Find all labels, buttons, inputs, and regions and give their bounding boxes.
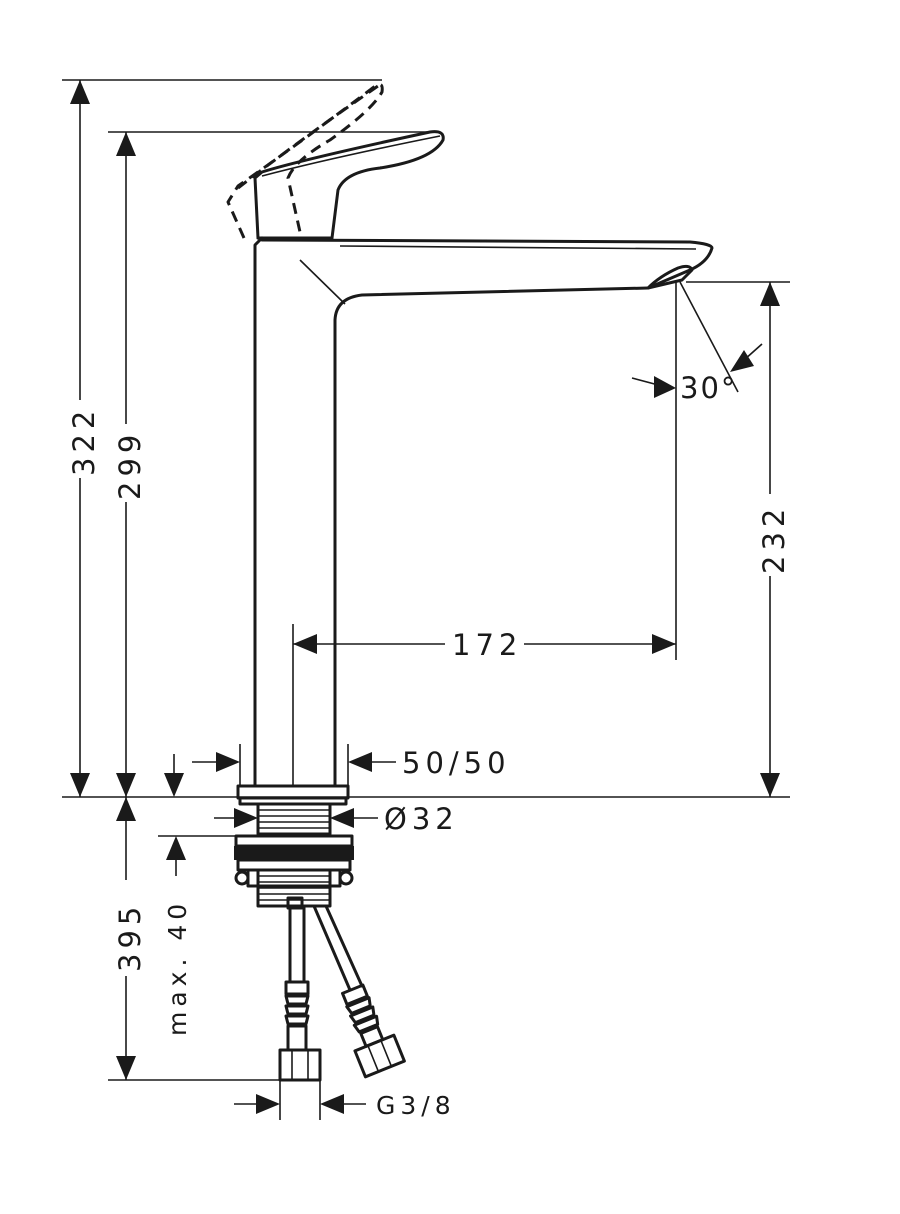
label-232: 232: [757, 504, 791, 574]
label-g3-8: G3/8: [376, 1091, 456, 1120]
dimension-diameter-32: Ø32: [214, 802, 459, 836]
label-diameter-32: Ø32: [384, 802, 459, 836]
dimension-322: 322: [62, 79, 382, 797]
mounting-assembly: [234, 784, 354, 910]
dimension-232: 232: [686, 281, 791, 797]
dimension-50-50: 50/50: [164, 744, 511, 797]
label-max-40: max. 40: [163, 899, 192, 1036]
dimension-30-degree: 30°: [631, 281, 763, 660]
label-395: 395: [113, 902, 147, 972]
label-322: 322: [67, 406, 101, 476]
label-30-degree: 30°: [680, 371, 737, 405]
supply-hoses: [278, 904, 406, 1082]
dimension-max-40: max. 40: [158, 835, 236, 1036]
dimension-172: 172: [292, 624, 676, 786]
handle-raised-dashed: [226, 83, 384, 239]
dimension-395: 395: [108, 797, 280, 1081]
label-299: 299: [113, 430, 147, 500]
handle-closed: [253, 130, 445, 240]
faucet-body: [253, 236, 714, 788]
dimension-g3-8: G3/8: [234, 1080, 456, 1120]
label-50-50: 50/50: [402, 746, 511, 780]
label-172: 172: [452, 628, 522, 662]
dimension-299: 299: [108, 131, 438, 797]
